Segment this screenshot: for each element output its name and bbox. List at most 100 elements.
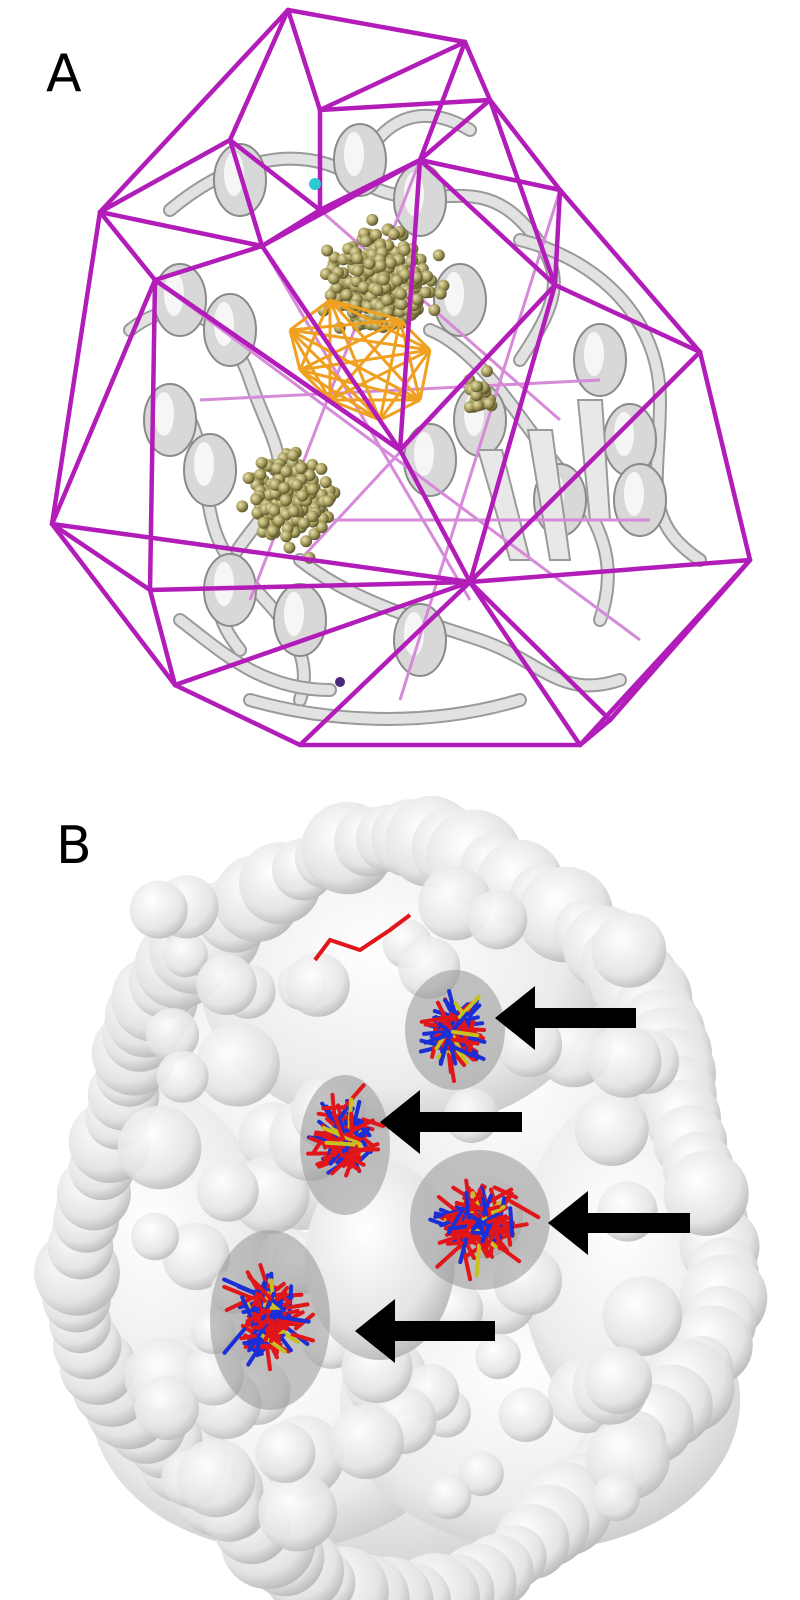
ligand-stick	[430, 1044, 437, 1059]
surface-bump	[591, 912, 667, 988]
ligand-stick	[269, 1318, 274, 1336]
polyhedron-edge	[552, 187, 563, 288]
surface-bump	[602, 1276, 683, 1356]
ligand-stick	[457, 995, 481, 1019]
core-edge	[298, 299, 332, 371]
sphere	[242, 472, 255, 484]
core-edge	[288, 328, 382, 422]
ligand-poses	[222, 913, 541, 1372]
ligand-stick	[485, 1204, 501, 1212]
sphere	[319, 476, 332, 489]
polyhedron-edge	[49, 521, 153, 593]
sphere	[327, 272, 340, 285]
polyhedron-edge	[147, 587, 178, 688]
sphere	[432, 249, 445, 262]
polyhedron-edge	[467, 557, 753, 585]
ligand-stick	[435, 1243, 463, 1269]
ligand-stick	[222, 1327, 247, 1355]
polyhedron-edge	[487, 97, 563, 193]
surface-bump	[475, 1333, 521, 1380]
ligand-stick	[464, 1190, 470, 1214]
polyhedron-edge	[462, 39, 493, 103]
sphere	[236, 500, 249, 513]
polyhedron-edge	[397, 282, 558, 453]
surface-bump	[467, 889, 528, 950]
ligand-stick	[361, 1117, 386, 1128]
surface-bump	[258, 1472, 337, 1552]
ligand-stick	[222, 1284, 253, 1300]
polyhedron-edge	[467, 579, 583, 748]
sphere	[250, 493, 263, 506]
surface-bump	[145, 1008, 200, 1062]
ligand-stick	[222, 1277, 256, 1295]
polyhedron-edge	[227, 137, 265, 249]
sphere	[414, 253, 427, 266]
panel-b: B	[0, 780, 800, 1600]
ligand-stick	[508, 1206, 515, 1238]
polyhedron-edge	[317, 97, 493, 113]
ligand-stick	[255, 1338, 262, 1357]
polyhedron-edge	[227, 137, 323, 213]
core-edge	[329, 298, 431, 352]
ligand-stick	[224, 1295, 256, 1312]
ligand-stick	[255, 1295, 263, 1310]
sphere	[394, 288, 407, 300]
beta-sheet	[526, 429, 572, 561]
sphere	[287, 449, 300, 462]
surface-bump	[131, 1212, 179, 1261]
polyhedron-edge	[147, 277, 158, 593]
sphere	[470, 389, 483, 402]
helix-highlight	[624, 472, 644, 516]
ligand-stick	[270, 1298, 287, 1312]
ligand-stick	[422, 1030, 444, 1036]
ligand-stick	[481, 1196, 489, 1217]
left-arrow-icon	[355, 1299, 495, 1363]
ligand-stick	[450, 1029, 480, 1038]
surface-bump	[574, 1092, 649, 1166]
ligand-stick	[447, 1049, 456, 1083]
surface-bump	[176, 1438, 256, 1518]
surface-bump	[584, 1346, 653, 1415]
polyhedron-edge	[285, 7, 468, 45]
sphere	[322, 495, 334, 508]
helix-highlight	[344, 132, 364, 176]
core-polyhedron	[288, 298, 432, 422]
surface-bump	[498, 1387, 554, 1442]
sphere	[257, 516, 270, 529]
polyhedron-edge	[259, 157, 423, 249]
sphere	[266, 525, 279, 538]
sphere	[315, 462, 328, 475]
surface-bump	[196, 954, 257, 1016]
polyhedron-edge	[285, 7, 323, 113]
ligand-stick	[240, 1295, 255, 1322]
inner-edge	[154, 278, 641, 642]
sphere	[321, 244, 334, 257]
polyhedron-edge	[97, 209, 158, 283]
core-edge	[299, 318, 401, 372]
sphere	[291, 479, 303, 491]
ribbon-strand	[515, 235, 705, 565]
panel-label-b: B	[56, 816, 92, 876]
polyhedron-edge	[97, 7, 291, 215]
ligand-stick	[450, 1044, 474, 1058]
ligand-stick	[509, 1199, 541, 1220]
polyhedron-edge	[297, 579, 473, 748]
sphere	[351, 252, 364, 265]
ligand-stick	[332, 1111, 346, 1142]
ligand-stick	[290, 1332, 315, 1343]
polyhedron-edge	[152, 277, 403, 453]
sphere	[280, 530, 293, 543]
ligand-stick	[347, 1142, 380, 1157]
polyhedron-edge	[317, 39, 468, 113]
surface-bump	[329, 1404, 404, 1480]
sphere	[300, 535, 313, 548]
outer-polyhedron	[49, 7, 753, 748]
panel-a-illustration	[49, 7, 753, 748]
pocket-arrows	[355, 986, 690, 1363]
polyhedron-edge	[417, 97, 493, 163]
sphere	[370, 228, 382, 241]
surface-bump	[156, 1050, 209, 1103]
ligand-stick	[341, 1083, 366, 1111]
surface-bump	[134, 1376, 199, 1440]
sphere	[480, 365, 493, 378]
